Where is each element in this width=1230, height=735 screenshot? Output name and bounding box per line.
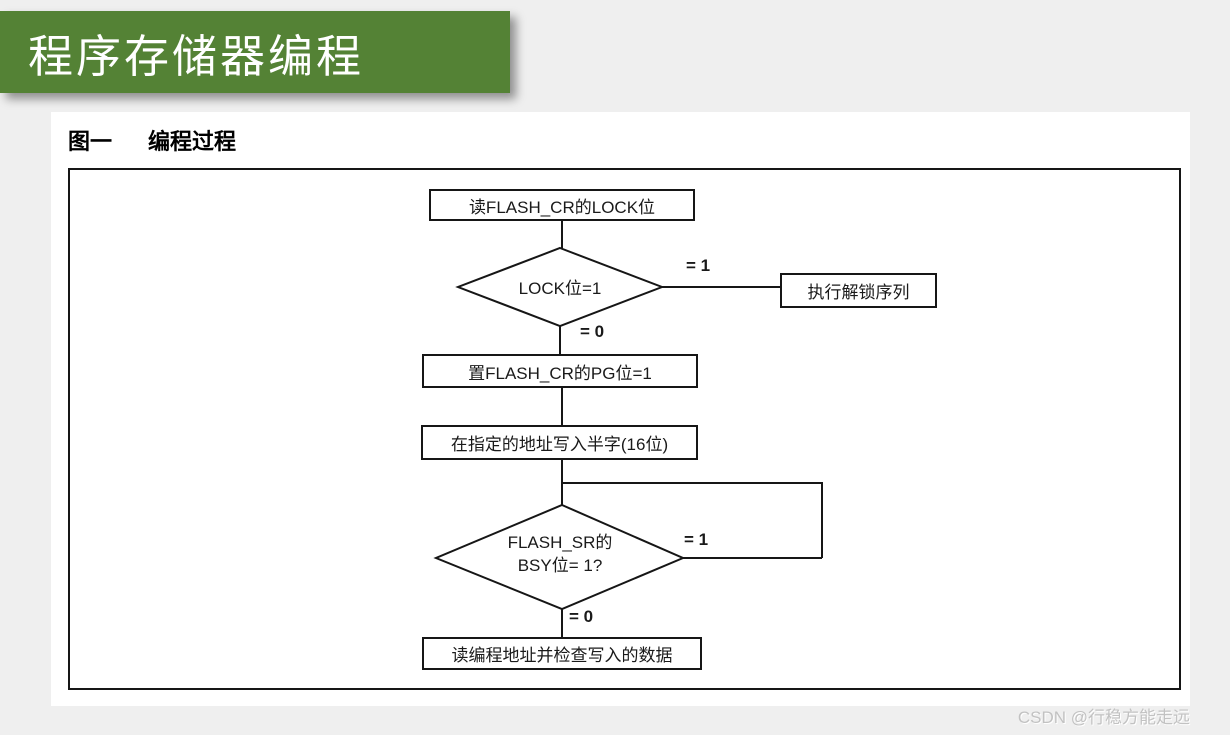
figure-title: 图一 编程过程 bbox=[68, 124, 236, 156]
csdn-watermark: CSDN @行稳方能走远 bbox=[1017, 708, 1190, 727]
flowchart-decision-bsy-line2: BSY位= 1? bbox=[517, 556, 603, 575]
branch-label-lock-eq0: = 0 bbox=[580, 322, 605, 341]
branch-label-lock-eq1: = 1 bbox=[686, 256, 711, 275]
flowchart-node-verify-data: 读编程地址并检查写入的数据 bbox=[422, 637, 702, 670]
decision-bsy-diamond bbox=[433, 503, 686, 611]
figure-name: 编程过程 bbox=[148, 129, 237, 154]
branch-label-bsy-eq1: = 1 bbox=[684, 530, 709, 549]
flowchart-decision-bsy-label: FLASH_SR的 BSY位= 1? bbox=[440, 531, 680, 577]
flowchart-node-set-pg-bit: 置FLASH_CR的PG位=1 bbox=[422, 354, 698, 388]
flowchart-node-read-lock-bit: 读FLASH_CR的LOCK位 bbox=[429, 189, 695, 221]
flowchart-decision-bsy-line1: FLASH_SR的 bbox=[507, 533, 613, 552]
flowchart-connectors bbox=[433, 221, 823, 638]
figure-label: 图一 bbox=[68, 129, 113, 154]
flowchart-node-unlock-sequence: 执行解锁序列 bbox=[780, 273, 937, 308]
page-title: 程序存储器编程 bbox=[28, 30, 365, 82]
header-banner: 程序存储器编程 bbox=[0, 11, 510, 93]
decision-lock-diamond bbox=[455, 246, 665, 328]
flowchart-node-write-halfword: 在指定的地址写入半字(16位) bbox=[421, 425, 698, 460]
branch-label-bsy-eq0: = 0 bbox=[569, 607, 594, 626]
flowchart-decision-lock-label: LOCK位=1 bbox=[518, 279, 602, 298]
